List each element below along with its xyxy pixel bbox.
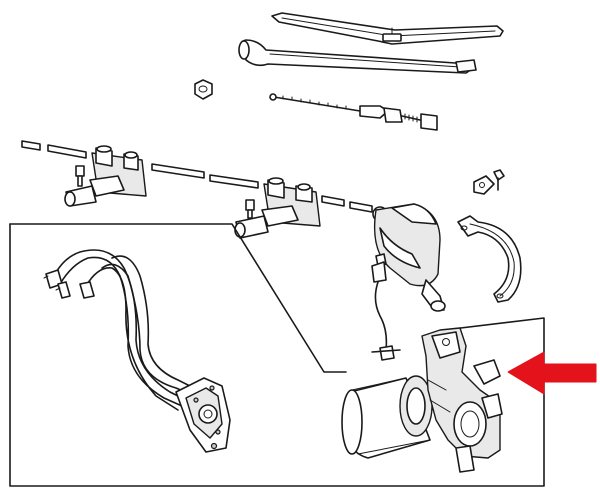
callout-arrow: [507, 351, 597, 395]
wiper-blade: [271, 12, 504, 45]
inset-panel-outline: [9, 223, 545, 487]
earth-lead: [371, 253, 395, 361]
motor-strap: [457, 215, 522, 303]
connector-plate: [175, 377, 231, 453]
wiper-motor-gearbox: [421, 327, 503, 473]
rack-housing: [372, 203, 446, 312]
spindle-rack: [269, 93, 438, 131]
wiring-harness: [43, 249, 195, 411]
spindle-nut: [194, 79, 213, 100]
mounting-bolt: [473, 169, 505, 195]
wiper-motor: [341, 375, 433, 459]
wiper-arm: [238, 39, 477, 74]
